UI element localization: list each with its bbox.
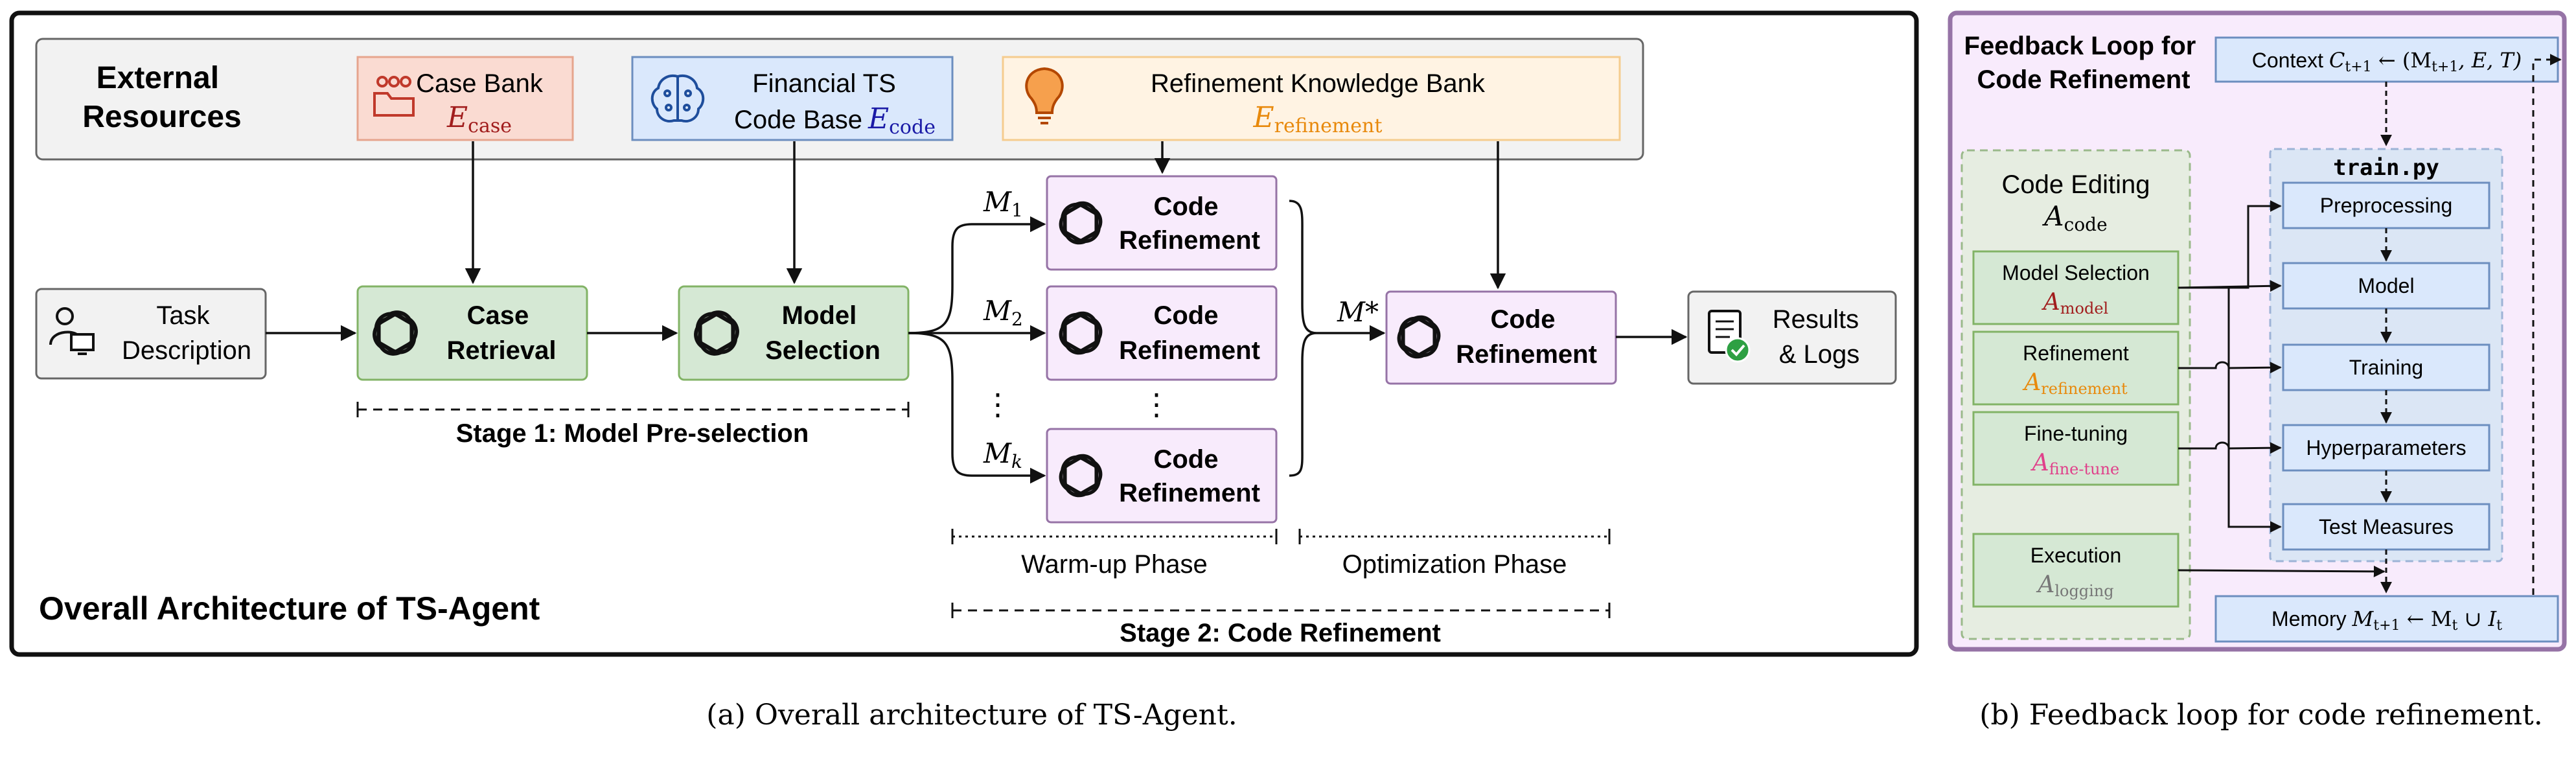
memory-box[interactable] — [2214, 595, 2559, 643]
case-retrieval-box[interactable] — [356, 285, 588, 381]
case-retrieval-label: Case Retrieval — [447, 301, 557, 365]
panel-b-title: Feedback Loop for Code Refinement — [1964, 32, 2203, 94]
step-preprocessing-box[interactable] — [2282, 181, 2490, 229]
checklist-icon — [1708, 310, 1751, 363]
code-base-line2: Code Base — [734, 106, 862, 134]
code-refinement-box-k[interactable] — [1046, 428, 1278, 524]
panel-a-title: Overall Architecture of TS-Agent — [39, 590, 540, 627]
stage2-label: Stage 2: Code Refinement — [1120, 619, 1441, 647]
stage1-label: Stage 1: Model Pre-selection — [456, 419, 809, 448]
label-m2: M2 — [983, 295, 1023, 330]
warmup-bracket — [951, 529, 1278, 544]
arrow-fan-out-1 — [908, 216, 1046, 334]
code-base-box[interactable] — [631, 56, 954, 141]
refinement-agent-label: Refinement — [2023, 341, 2129, 365]
optimization-bracket — [1298, 529, 1611, 544]
caption-b: (b) Feedback loop for code refinement. — [1979, 699, 2542, 732]
model-selection-box[interactable] — [678, 285, 910, 381]
code-refinement-label-2: Code Refinement — [1119, 301, 1260, 365]
context-text: Context Ct+1 ← (Mt+1, E, T) — [2252, 48, 2522, 75]
step-preprocessing-label: Preprocessing — [2320, 194, 2453, 217]
model-selection-agent-label: Model Selection — [2002, 261, 2150, 284]
execution-agent-label: Execution — [2030, 544, 2122, 567]
execution-agent-box[interactable] — [1972, 533, 2179, 608]
model-selection-label: Model Selection — [765, 301, 880, 365]
step-test-measures-label: Test Measures — [2319, 515, 2454, 538]
fine-tuning-agent-box[interactable] — [1972, 411, 2179, 486]
agent-to-step-edges — [2178, 200, 2386, 577]
arrow-fan-out-k — [908, 332, 1046, 484]
code-refinement-box-1[interactable] — [1046, 175, 1278, 271]
code-editing-symbol: Acode — [2041, 200, 2107, 235]
label-mk: Mk — [983, 437, 1022, 472]
case-bank-symbol: Ecase — [446, 101, 512, 137]
case-bank-name: Case Bank — [416, 69, 544, 98]
step-hyperparameters-box[interactable] — [2282, 424, 2490, 472]
caption-a: (a) Overall architecture of TS-Agent. — [706, 699, 1237, 732]
external-resources-label: External Resources — [82, 61, 241, 134]
stage2-bracket — [951, 603, 1611, 618]
knowledge-bank-symbol: Erefinement — [1253, 101, 1383, 137]
memory-text: Memory Mt+1 ← Mt ∪ It — [2271, 607, 2502, 634]
code-refinement-label-k: Code Refinement — [1119, 445, 1260, 507]
feedback-loop-arrow — [2532, 54, 2562, 595]
optimization-label: Optimization Phase — [1342, 550, 1567, 579]
step-test-measures-box[interactable] — [2282, 503, 2490, 551]
task-description-label: Task Description — [122, 301, 251, 365]
step-model-label: Model — [2358, 274, 2414, 297]
knowledge-bank-name: Refinement Knowledge Bank — [1151, 69, 1486, 98]
stage1-bracket — [356, 402, 910, 417]
refinement-agent-symbol: Arefinement — [2022, 369, 2128, 398]
knowledge-bank-box[interactable] — [1002, 56, 1621, 141]
case-bank-icon — [373, 76, 415, 117]
code-refinement-final-label: Code Refinement — [1456, 305, 1597, 369]
code-base-symbol: Ecode — [868, 102, 936, 139]
step-hyperparameters-label: Hyperparameters — [2306, 436, 2466, 459]
refinement-agent-box[interactable] — [1972, 330, 2179, 406]
train-py-label: train.py — [2333, 155, 2439, 181]
execution-agent-symbol: Alogging — [2036, 572, 2113, 600]
code-refinement-label-1: Code Refinement — [1119, 192, 1260, 255]
fine-tuning-agent-symbol: Afine-tune — [2030, 450, 2120, 478]
brain-icon — [650, 75, 705, 122]
user-computer-icon — [49, 307, 95, 355]
dots-left: ⋮ — [983, 387, 1013, 422]
label-m1: M1 — [983, 186, 1023, 221]
dots-center: ⋮ — [1142, 387, 1171, 422]
label-mstar: M* — [1337, 296, 1379, 328]
lightbulb-icon — [1025, 67, 1064, 124]
fine-tuning-agent-label: Fine-tuning — [2024, 422, 2128, 445]
code-editing-title: Code Editing — [2001, 170, 2150, 199]
model-selection-agent-symbol: Amodel — [2041, 289, 2108, 318]
code-refinement-box-2[interactable] — [1046, 285, 1278, 381]
results-logs-label: Results & Logs — [1773, 305, 1867, 369]
step-model-box[interactable] — [2282, 262, 2490, 310]
step-training-label: Training — [2349, 356, 2423, 379]
code-base-name: Financial TS — [752, 69, 896, 98]
warmup-label: Warm-up Phase — [1021, 550, 1208, 579]
